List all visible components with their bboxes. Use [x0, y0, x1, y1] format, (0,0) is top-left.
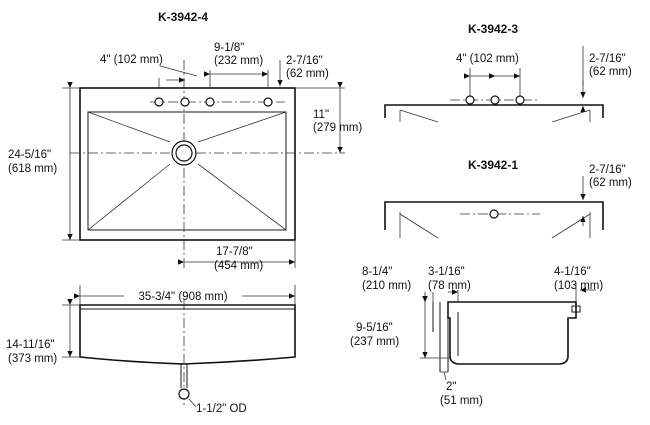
- side-d-dim: 9-5/16": [356, 322, 393, 334]
- k3942-1-view: K-3942-1 2-7/16" (62 mm): [384, 158, 632, 239]
- side-a-dim: 8-1/4": [362, 266, 392, 278]
- side-c-mm: (103 mm): [554, 280, 603, 292]
- sink-outline: [79, 87, 296, 241]
- top-view-title: K-3942-4: [158, 10, 208, 24]
- k3942-3-edge-dim: 2-7/16": [589, 53, 626, 65]
- top-span-dim: 9-1/8": [214, 42, 244, 54]
- side-e-dim: 2": [446, 381, 456, 393]
- side-section-profile: [447, 301, 577, 365]
- top-drain-mm: (279 mm): [313, 122, 362, 134]
- outlet-circle: [178, 388, 190, 400]
- top-edge-dim: 2-7/16": [286, 55, 323, 67]
- faucet-hole-1: [154, 97, 164, 107]
- side-c-dim: 4-1/16": [554, 266, 591, 278]
- basin-outline: [87, 111, 287, 231]
- drain-inner: [175, 144, 193, 162]
- front-profile: [79, 304, 296, 365]
- faucet-hole-4: [263, 97, 273, 107]
- faucet-hole-2: [180, 97, 190, 107]
- faucet-hole-3: [205, 97, 215, 107]
- top-half-mm: (454 mm): [214, 260, 263, 272]
- top-half-dim: 17-7/8": [216, 246, 253, 258]
- top-span-mm: (232 mm): [214, 55, 263, 67]
- side-b-mm: (78 mm): [428, 280, 471, 292]
- side-e-mm: (51 mm): [440, 395, 483, 407]
- side-b-dim: 3-1/16": [428, 266, 465, 278]
- top-edge-mm: (62 mm): [286, 68, 329, 80]
- k3942-3-edge-mm: (62 mm): [589, 66, 632, 78]
- side-section-view: 8-1/4" (210 mm) 3-1/16" (78 mm) 4-1/16" …: [350, 266, 603, 407]
- side-d-mm: (237 mm): [350, 336, 399, 348]
- top-spacing-dim: 4" (102 mm): [100, 54, 163, 66]
- top-view: K-3942-4 4" (102 mm) 9-1/8" (232 mm) 2-7…: [8, 10, 362, 272]
- k3942-3-hole-1: [465, 95, 475, 105]
- front-view: 35-3/4" (908 mm) 1-1/2" OD 14-11/16" (37…: [6, 285, 296, 415]
- top-depth-dim: 24-5/16": [8, 149, 51, 161]
- k3942-3-hole-2: [490, 95, 500, 105]
- k3942-3-title: K-3942-3: [468, 22, 518, 36]
- k3942-1-hole: [489, 209, 499, 219]
- k3942-1-edge-mm: (62 mm): [589, 177, 632, 189]
- k3942-1-profile: [384, 201, 604, 230]
- k3942-1-title: K-3942-1: [468, 158, 518, 172]
- front-height-mm: (373 mm): [8, 353, 57, 365]
- k3942-3-spacing-dim: 4" (102 mm): [456, 53, 519, 65]
- front-width-dim: 35-3/4" (908 mm): [138, 291, 227, 303]
- front-outlet-dim: 1-1/2" OD: [196, 403, 247, 415]
- k3942-3-profile: [384, 104, 604, 118]
- side-a-mm: (210 mm): [362, 280, 411, 292]
- k3942-1-edge-dim: 2-7/16": [589, 164, 626, 176]
- top-drain-dim: 11": [313, 109, 329, 121]
- k3942-3-view: K-3942-3 4" (102 mm) 2-7/16" (62 mm): [384, 22, 632, 123]
- k3942-3-hole-3: [515, 95, 525, 105]
- top-depth-mm: (618 mm): [8, 163, 57, 175]
- front-height-dim: 14-11/16": [6, 339, 55, 351]
